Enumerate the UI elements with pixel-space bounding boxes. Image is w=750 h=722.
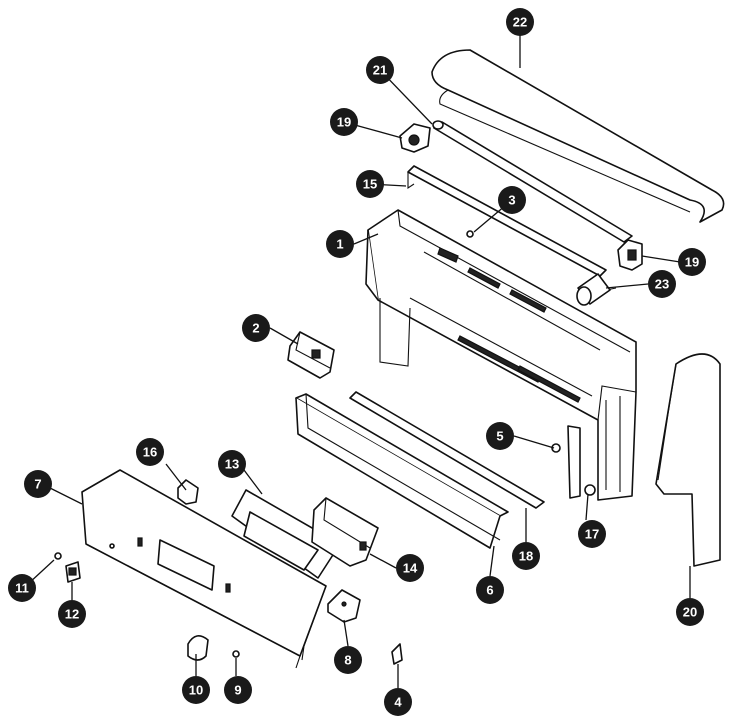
callout-21: 21	[366, 56, 394, 84]
callout-8: 8	[334, 646, 362, 674]
callout-7: 7	[24, 470, 52, 498]
callout-23-label: 23	[655, 277, 669, 292]
part-23-cylinder	[576, 273, 611, 306]
part-1-backguard-panel	[365, 209, 637, 501]
callout-17-label: 17	[585, 527, 599, 542]
part-3-screw	[466, 230, 474, 238]
callout-21-label: 21	[373, 63, 387, 78]
callout-17: 17	[578, 520, 606, 548]
callout-16-label: 16	[143, 445, 157, 460]
callout-20: 20	[676, 598, 704, 626]
part-8-switch-box	[327, 589, 361, 623]
callout-14: 14	[396, 554, 424, 582]
part-10-knob	[187, 635, 209, 661]
callout-9: 9	[224, 676, 252, 704]
callout-15-label: 15	[363, 177, 377, 192]
callout-19-upper: 19	[330, 108, 358, 136]
part-14-timer-module	[311, 497, 379, 567]
part-12-switch	[65, 561, 81, 583]
callout-14-label: 14	[403, 561, 418, 576]
callout-20-label: 20	[683, 605, 697, 620]
callout-11: 11	[8, 574, 36, 602]
callout-19-lower: 19	[678, 248, 706, 276]
callout-1-label: 1	[336, 237, 343, 252]
part-9-screw	[232, 650, 240, 658]
callout-9-label: 9	[234, 683, 241, 698]
callout-19-upper-label: 19	[337, 115, 351, 130]
callout-22: 22	[506, 8, 534, 36]
callout-5-label: 5	[496, 429, 503, 444]
callout-19-lower-label: 19	[685, 255, 699, 270]
part-17-screw	[584, 484, 596, 496]
part-21-rod	[432, 120, 633, 243]
part-7-control-panel	[81, 469, 327, 669]
callout-3: 3	[498, 186, 526, 214]
callout-7-label: 7	[34, 477, 41, 492]
callout-18-label: 18	[519, 549, 533, 564]
part-4-clip	[391, 643, 403, 665]
callout-10-label: 10	[189, 683, 203, 698]
part-18-strip	[349, 391, 545, 509]
callout-4-label: 4	[394, 695, 402, 710]
callout-11-label: 11	[15, 581, 29, 596]
callout-1: 1	[326, 230, 354, 258]
part-11-screw	[54, 552, 62, 560]
callout-5: 5	[486, 422, 514, 450]
callout-12-label: 12	[65, 607, 79, 622]
part-2-bracket	[287, 331, 335, 379]
part-19-end-cap-lower	[617, 239, 643, 271]
callout-2-label: 2	[252, 321, 259, 336]
callout-22-label: 22	[513, 15, 527, 30]
callout-23: 23	[648, 270, 676, 298]
part-20-side-trim	[655, 353, 721, 567]
callout-8-label: 8	[344, 653, 351, 668]
part-22-top-trim	[431, 49, 725, 223]
callout-13-label: 13	[225, 457, 239, 472]
callout-12: 12	[58, 600, 86, 628]
callout-2: 2	[242, 314, 270, 342]
callout-15: 15	[356, 170, 384, 198]
callout-13: 13	[218, 450, 246, 478]
callout-16: 16	[136, 438, 164, 466]
callout-6: 6	[476, 576, 504, 604]
part-5-bracket	[551, 425, 581, 499]
callout-6-label: 6	[486, 583, 493, 598]
part-19-end-cap-upper	[399, 123, 431, 153]
callout-3-label: 3	[508, 193, 515, 208]
part-6-channel	[295, 393, 509, 549]
callout-18: 18	[512, 542, 540, 570]
callout-10: 10	[182, 676, 210, 704]
callout-4: 4	[384, 688, 412, 716]
